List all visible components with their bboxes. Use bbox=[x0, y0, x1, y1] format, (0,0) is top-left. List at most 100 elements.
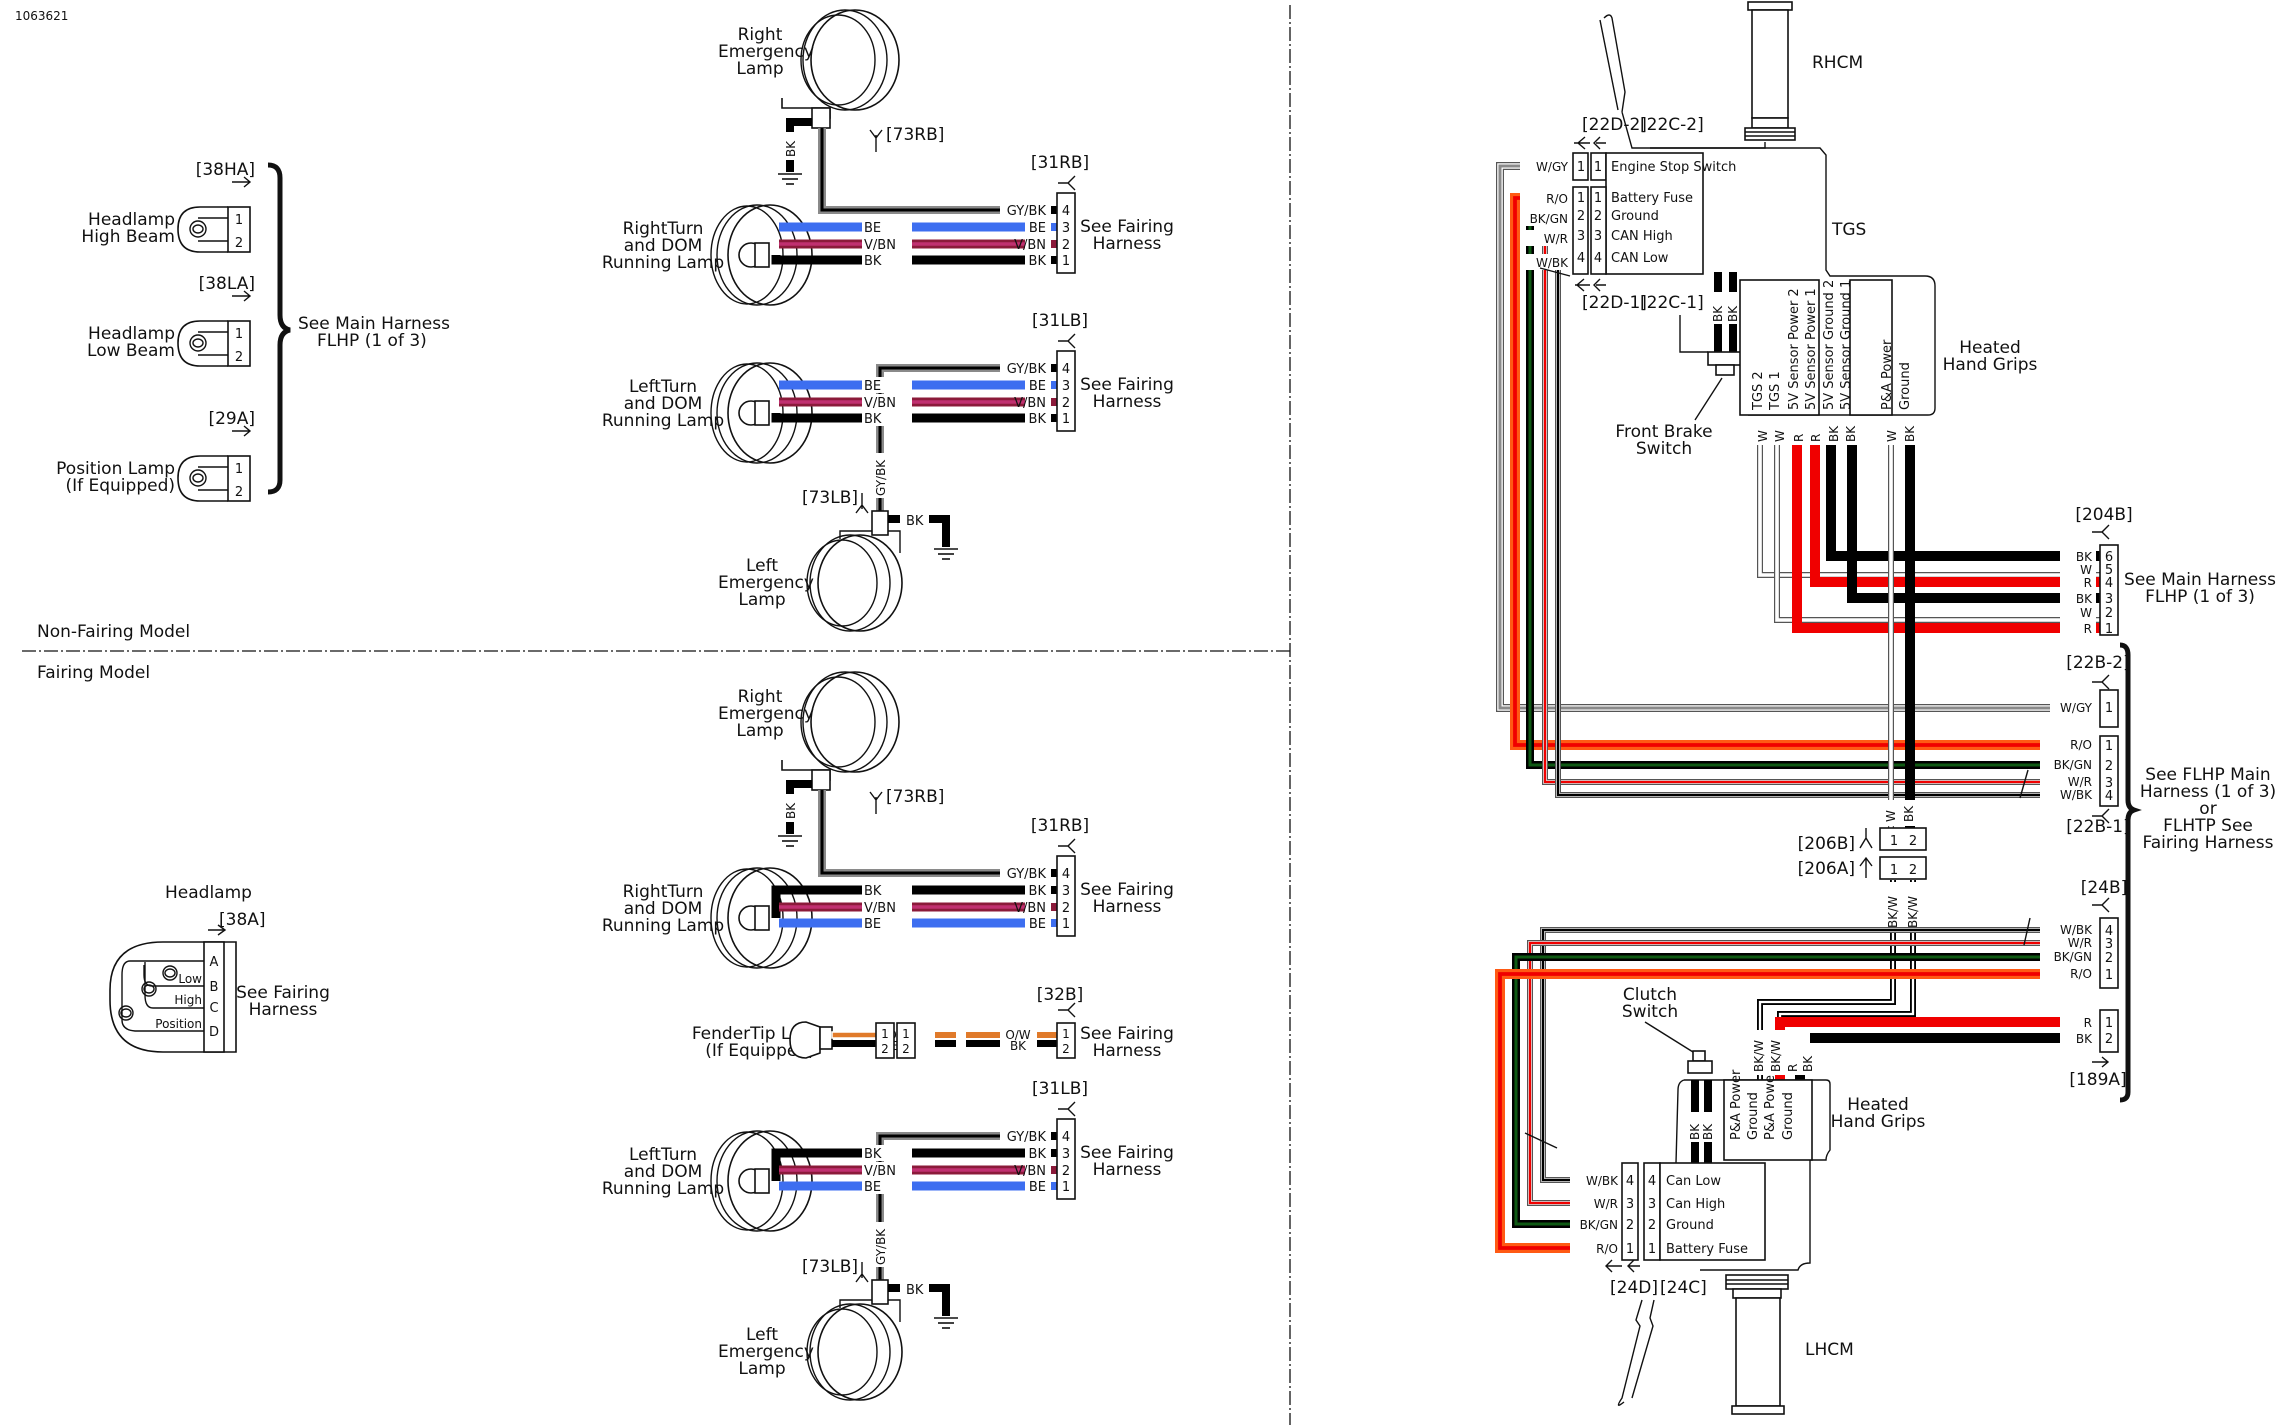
pin: 3 bbox=[2105, 937, 2113, 952]
ground-icon bbox=[933, 548, 959, 560]
wire-body bbox=[1810, 445, 2100, 587]
wire-label: GY/BK bbox=[1007, 362, 1047, 377]
brake-switch-icon bbox=[1707, 351, 1745, 366]
wire-label: BK bbox=[1801, 1055, 1815, 1072]
lhcm-label: LHCM bbox=[1805, 1340, 1854, 1360]
wire-label: BK bbox=[1903, 425, 1917, 442]
brace-note-line: or bbox=[2199, 799, 2216, 819]
pin-4: 4 bbox=[1062, 867, 1070, 882]
connector-body-22b1 bbox=[2099, 735, 2119, 807]
note-line1: See Fairing bbox=[1080, 217, 1174, 237]
pin: 2 bbox=[1909, 834, 1917, 849]
connector-arrow-icon bbox=[232, 425, 252, 437]
wire-bk bbox=[1847, 445, 2100, 603]
terminal-label: P&A Power bbox=[1729, 1069, 1744, 1140]
lamp-label-high: High bbox=[174, 993, 202, 1007]
headlamp-note-line2: Harness bbox=[249, 1000, 318, 1020]
wire-label: BK bbox=[1688, 1123, 1702, 1140]
connector-189a: [189A] bbox=[2069, 1070, 2126, 1090]
brace-note-line: Fairing Harness bbox=[2143, 833, 2274, 853]
pin-1: 1 bbox=[881, 1027, 889, 1041]
pin: 2 bbox=[2105, 951, 2113, 966]
terminal-label: Battery Fuse bbox=[1666, 1242, 1748, 1257]
wire-label: BK/W bbox=[1769, 1040, 1783, 1072]
pin: 1 bbox=[1890, 863, 1898, 878]
pin-1: 1 bbox=[235, 213, 243, 228]
wire-w-bk bbox=[1540, 927, 2090, 1183]
wire-label: W bbox=[1773, 430, 1787, 442]
wire-label: BK bbox=[2076, 1032, 2093, 1046]
wire-body bbox=[1795, 1033, 2080, 1080]
wire-body bbox=[1775, 445, 2100, 622]
note-line1: See Fairing bbox=[1080, 880, 1174, 900]
heated-grips-power-block bbox=[1849, 279, 1893, 416]
brace-flhp bbox=[2119, 642, 2142, 1103]
fairing-headlamp: Headlamp [38A] Low High Position A B C D… bbox=[109, 883, 330, 1053]
wire-label: W bbox=[1885, 430, 1899, 442]
wire-label: R bbox=[1786, 1064, 1800, 1072]
heated-grips-label-line1: Heated bbox=[1959, 338, 2021, 358]
wire-label: GY/BK bbox=[874, 459, 888, 496]
pin: 4 bbox=[1626, 1174, 1634, 1189]
emergency-lamp-icon bbox=[817, 534, 903, 632]
pin: 1 bbox=[1626, 1242, 1634, 1257]
lamp-label-line2: and DOM bbox=[624, 236, 703, 256]
wire-gy-bk bbox=[818, 128, 1045, 214]
lamp-connector bbox=[811, 769, 831, 791]
clutch-label-line2: Switch bbox=[1622, 1002, 1678, 1022]
wire-label: V/BN bbox=[1014, 1164, 1046, 1179]
pin: 4 bbox=[2105, 924, 2113, 939]
wire-body bbox=[929, 1284, 950, 1316]
connector-body bbox=[1056, 192, 1076, 274]
pin-2: 2 bbox=[235, 485, 243, 500]
note-line1: See Fairing bbox=[1080, 375, 1174, 395]
terminal-label: P&A Power bbox=[1880, 339, 1895, 410]
connector-fork-icon bbox=[855, 493, 869, 514]
bulb-icon bbox=[189, 469, 207, 487]
wire-body bbox=[1758, 445, 2100, 577]
connector-24d: [24D] bbox=[1610, 1278, 1658, 1298]
lamp-label-line2: (If Equipped) bbox=[65, 476, 175, 496]
pin: 2 bbox=[2105, 759, 2113, 774]
wire-label: BK bbox=[1902, 805, 1916, 822]
lhcm-pin-block bbox=[1659, 1162, 1766, 1261]
terminal-label: Engine Stop Switch bbox=[1611, 160, 1736, 175]
connector-fork-icon bbox=[1058, 838, 1076, 854]
note-line2: Harness bbox=[1093, 392, 1162, 412]
pin: 1 bbox=[2105, 1016, 2113, 1031]
wire-w-r bbox=[1527, 940, 2090, 1206]
pin: 3 bbox=[1594, 229, 1602, 244]
lamp-label-line1: Position Lamp bbox=[56, 459, 175, 479]
connector-22d1: [22D-1] bbox=[1582, 293, 1647, 313]
wire-label: BK bbox=[784, 802, 798, 819]
lamp-label-line2: Emergency bbox=[718, 573, 814, 593]
lamp-label-line2: Low Beam bbox=[87, 341, 175, 361]
wire-bk bbox=[929, 515, 950, 547]
lhcm-grip-icon bbox=[1735, 1297, 1781, 1407]
pin-2: 2 bbox=[235, 236, 243, 251]
terminal-label: Ground bbox=[1666, 1218, 1714, 1233]
brace-main-harness bbox=[267, 162, 291, 495]
terminal-label: Battery Fuse bbox=[1611, 191, 1693, 206]
wire-stripe bbox=[820, 128, 1045, 212]
lamp-label-line1: RightTurn bbox=[623, 219, 704, 239]
section-label-non-fairing: Non-Fairing Model bbox=[37, 622, 190, 642]
lamp-label-line2: High Beam bbox=[81, 227, 175, 247]
wire-label: BK bbox=[1726, 305, 1740, 322]
ground-icon bbox=[777, 173, 803, 185]
rhcm-grip-icon bbox=[1751, 9, 1789, 119]
bulb-icon bbox=[789, 1021, 821, 1059]
ground-icon bbox=[933, 1317, 959, 1329]
wire-label: BE bbox=[864, 1180, 881, 1195]
connector-id: [31RB] bbox=[1031, 816, 1089, 836]
wire-label: BK bbox=[1711, 305, 1725, 322]
connector-id: [73RB] bbox=[886, 787, 944, 807]
pin: 3 bbox=[1648, 1197, 1656, 1212]
connector-body-206b bbox=[1879, 827, 1927, 851]
